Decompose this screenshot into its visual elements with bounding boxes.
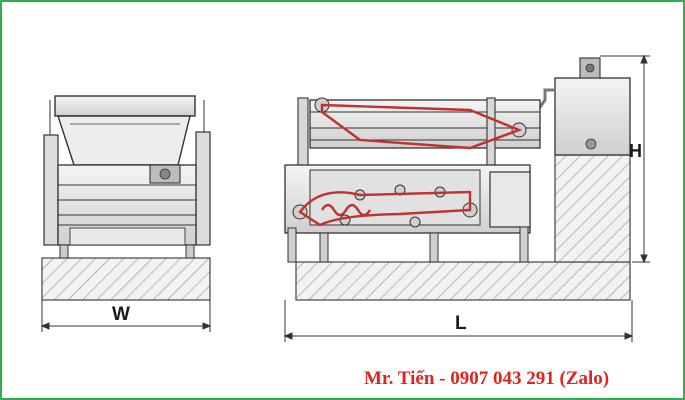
width-label: W xyxy=(112,304,130,325)
filter-belts xyxy=(298,103,523,227)
feed-pipe xyxy=(536,88,555,111)
height-dimension xyxy=(600,54,650,264)
tank-foundation xyxy=(554,154,631,263)
drive-box xyxy=(489,171,531,228)
side-frame-left xyxy=(43,134,59,246)
length-label: L xyxy=(455,313,467,334)
contact-text: Mr. Tiến - 0907 043 291 (Zalo) xyxy=(364,368,610,389)
side-hopper-body xyxy=(57,115,191,166)
height-label: H xyxy=(629,141,642,161)
side-foundation xyxy=(41,257,211,301)
front-view xyxy=(284,57,631,301)
side-hopper-top xyxy=(54,95,196,117)
side-view xyxy=(41,95,211,301)
side-frame-right xyxy=(195,131,211,246)
front-foundation xyxy=(295,261,631,301)
width-dimension xyxy=(40,300,212,332)
length-dimension xyxy=(283,300,634,342)
